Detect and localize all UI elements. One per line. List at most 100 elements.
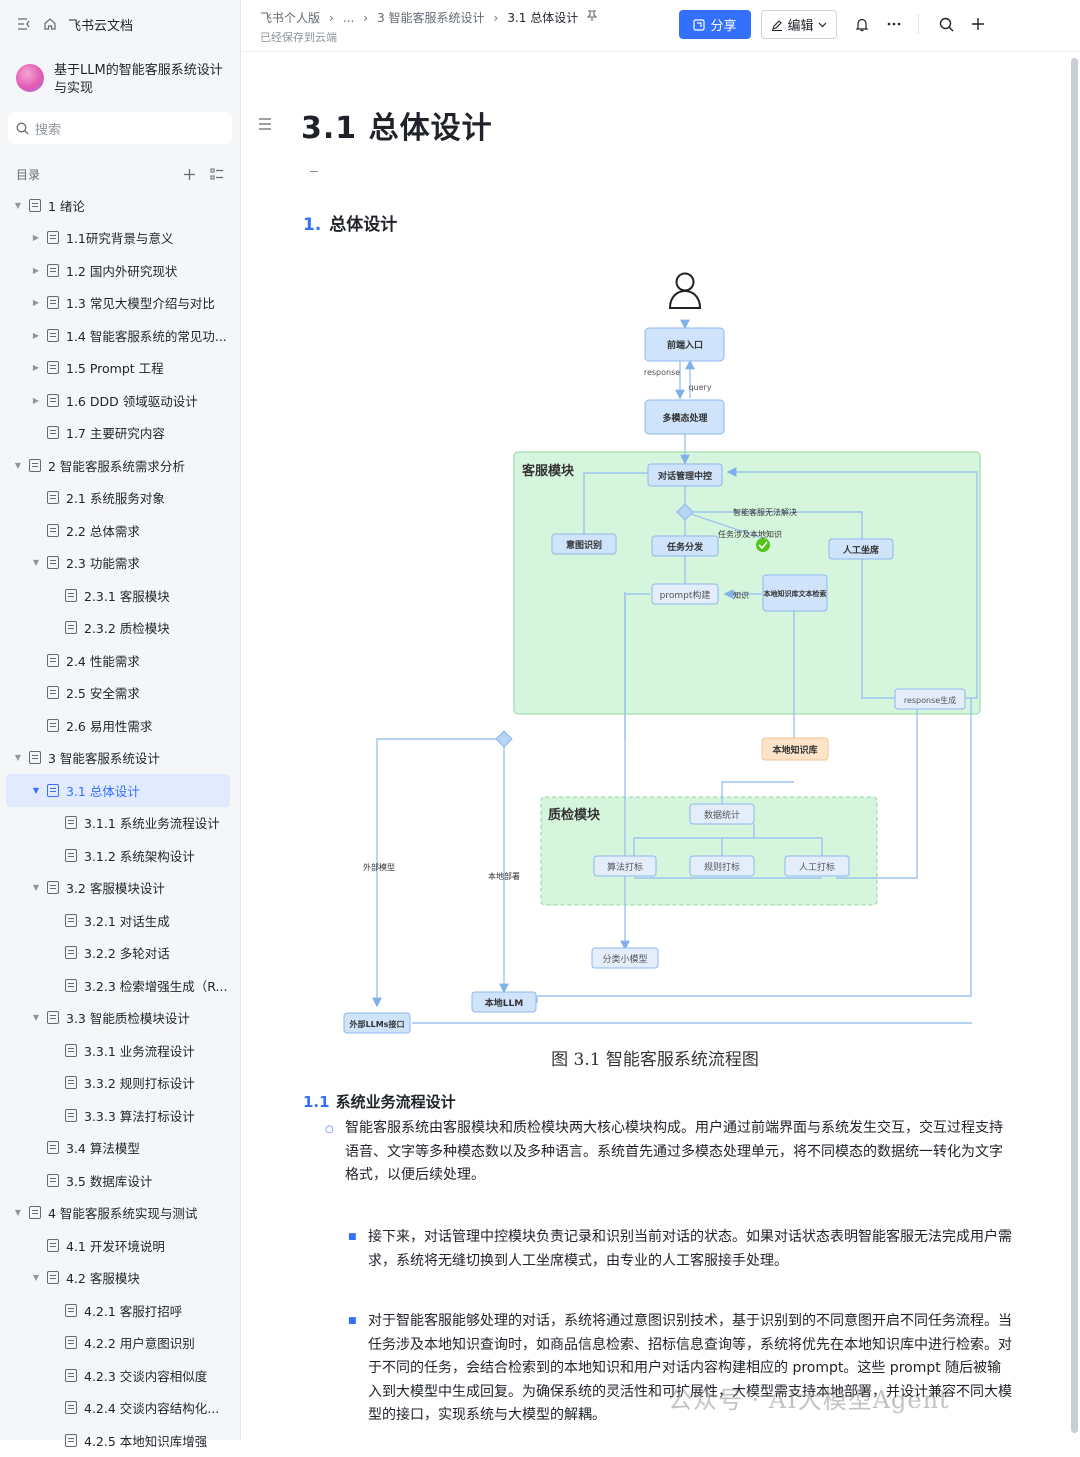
toc-item[interactable]: 2.3.2 质检模块 bbox=[0, 612, 240, 645]
toc-item[interactable]: 3.2.2 多轮对话 bbox=[0, 937, 240, 970]
toc-item[interactable]: 4.2.2 用户意图识别 bbox=[0, 1327, 240, 1360]
rule-tag-node[interactable] bbox=[689, 855, 755, 877]
toc-item[interactable]: ▼4.2 客服模块 bbox=[0, 1262, 240, 1295]
toc-item[interactable]: 3.1.1 系统业务流程设计 bbox=[0, 807, 240, 840]
toc-item[interactable]: 2.3.1 客服模块 bbox=[0, 579, 240, 612]
caret-down-icon[interactable]: ▼ bbox=[14, 200, 22, 210]
toc-item[interactable]: ▶1.1研究背景与意义 bbox=[0, 222, 240, 255]
response-gen-node[interactable] bbox=[894, 688, 966, 710]
dialog-control-node[interactable] bbox=[647, 463, 723, 487]
paragraph[interactable]: ■ 接下来，对话管理中控模块负责记录和识别当前对话的状态。如果对话状态表明智能客… bbox=[348, 1226, 1013, 1273]
toc-item[interactable]: ▼3.2 客服模块设计 bbox=[0, 872, 240, 905]
add-icon[interactable] bbox=[183, 168, 196, 181]
toc-item[interactable]: 3.2.1 对话生成 bbox=[0, 904, 240, 937]
caret-right-icon[interactable]: ▶ bbox=[32, 233, 40, 243]
caret-down-icon[interactable]: ▼ bbox=[14, 460, 22, 470]
local-llm-node[interactable] bbox=[471, 991, 537, 1013]
share-button[interactable]: 分享 bbox=[679, 10, 751, 39]
toc-item[interactable]: 1.7 主要研究内容 bbox=[0, 417, 240, 450]
local-search-node[interactable] bbox=[762, 574, 828, 612]
manual-tag-node[interactable] bbox=[784, 855, 850, 877]
toc-item-label: 3.5 数据库设计 bbox=[66, 1173, 153, 1189]
caret-down-icon[interactable]: ▼ bbox=[32, 785, 40, 795]
classifier-node[interactable] bbox=[591, 947, 659, 969]
multimodal-node[interactable] bbox=[644, 399, 725, 435]
caret-right-icon[interactable]: ▶ bbox=[32, 330, 40, 340]
toc-item[interactable]: ▼3.1 总体设计 bbox=[6, 774, 230, 807]
toc-item[interactable]: 3.1.2 系统架构设计 bbox=[0, 839, 240, 872]
prompt-node[interactable] bbox=[651, 583, 719, 605]
breadcrumb-item[interactable]: ... bbox=[342, 10, 355, 25]
document-header[interactable]: 基于LLM的智能客服系统设计与实现 bbox=[0, 48, 240, 106]
toc-list-icon[interactable] bbox=[210, 168, 224, 181]
caret-down-icon[interactable]: ▼ bbox=[14, 1208, 22, 1218]
toc-item[interactable]: ▼1 绪论 bbox=[0, 189, 240, 222]
toc-item[interactable]: 4.1 开发环境说明 bbox=[0, 1229, 240, 1262]
flowchart-diagram[interactable]: 客服模块 质检模块 bbox=[332, 258, 992, 1034]
page-title[interactable]: 3.1 总体设计 bbox=[301, 111, 493, 146]
caret-right-icon[interactable]: ▶ bbox=[32, 298, 40, 308]
algo-tag-node[interactable] bbox=[593, 855, 657, 877]
caret-down-icon[interactable]: ▼ bbox=[32, 883, 40, 893]
caret-down-icon[interactable]: ▼ bbox=[32, 1013, 40, 1023]
toc-item[interactable]: 3.3.1 业务流程设计 bbox=[0, 1034, 240, 1067]
breadcrumb-item[interactable]: 飞书个人版 bbox=[260, 11, 321, 25]
toc-item[interactable]: ▶1.6 DDD 领域驱动设计 bbox=[0, 384, 240, 417]
heading-2[interactable]: 1.总体设计 bbox=[303, 210, 397, 235]
outline-icon[interactable] bbox=[258, 115, 272, 134]
toc-item[interactable]: ▼2 智能客服系统需求分析 bbox=[0, 449, 240, 482]
caret-right-icon[interactable]: ▶ bbox=[32, 395, 40, 405]
toc-item[interactable]: 3.3.2 规则打标设计 bbox=[0, 1067, 240, 1100]
breadcrumb-current[interactable]: 3.1 总体设计 bbox=[507, 11, 579, 25]
external-llm-node[interactable] bbox=[343, 1012, 411, 1034]
frontend-node[interactable] bbox=[644, 327, 725, 362]
toc-item[interactable]: 3.3.3 算法打标设计 bbox=[0, 1099, 240, 1132]
pin-icon[interactable] bbox=[586, 10, 598, 25]
toc-item[interactable]: ▼3 智能客服系统设计 bbox=[0, 742, 240, 775]
bell-icon[interactable] bbox=[852, 14, 872, 34]
add-icon[interactable] bbox=[968, 14, 988, 34]
toc-item[interactable]: 4.2.4 交谈内容结构化... bbox=[0, 1392, 240, 1425]
human-agent-node[interactable] bbox=[828, 538, 894, 560]
caret-down-icon[interactable]: ▼ bbox=[32, 558, 40, 568]
toc-item[interactable]: 4.2.1 客服打招呼 bbox=[0, 1294, 240, 1327]
data-stats-node[interactable] bbox=[689, 803, 755, 825]
toc-item[interactable]: 2.6 易用性需求 bbox=[0, 709, 240, 742]
more-icon[interactable] bbox=[884, 14, 904, 34]
toc-item[interactable]: ▼4 智能客服系统实现与测试 bbox=[0, 1197, 240, 1230]
toc-item[interactable]: 2.1 系统服务对象 bbox=[0, 482, 240, 515]
toc-item[interactable]: 2.5 安全需求 bbox=[0, 677, 240, 710]
toc-item[interactable]: ▼2.3 功能需求 bbox=[0, 547, 240, 580]
caret-down-icon[interactable]: ▼ bbox=[14, 753, 22, 763]
breadcrumb-item[interactable]: 3 智能客服系统设计 bbox=[377, 11, 485, 25]
intent-node[interactable] bbox=[551, 533, 617, 555]
toc-item[interactable]: ▶1.5 Prompt 工程 bbox=[0, 352, 240, 385]
local-kb-node[interactable] bbox=[761, 737, 829, 761]
toc-item[interactable]: ▼3.3 智能质检模块设计 bbox=[0, 1002, 240, 1035]
human-agent-node-label: 人工坐席 bbox=[842, 544, 879, 556]
collapse-sidebar-icon[interactable] bbox=[16, 16, 32, 32]
toc-item[interactable]: ▶1.3 常见大模型介绍与对比 bbox=[0, 287, 240, 320]
home-icon[interactable] bbox=[42, 16, 58, 32]
toc-item[interactable]: 3.4 算法模型 bbox=[0, 1132, 240, 1165]
caret-down-icon[interactable]: ▼ bbox=[32, 1273, 40, 1283]
app-name[interactable]: 飞书云文档 bbox=[68, 18, 134, 34]
toc-item[interactable]: 3.2.3 检索增强生成（R... bbox=[0, 969, 240, 1002]
toc-item[interactable]: ▶1.2 国内外研究现状 bbox=[0, 254, 240, 287]
toc-item[interactable]: ▶1.4 智能客服系统的常见功... bbox=[0, 319, 240, 352]
toc-item[interactable]: 2.2 总体需求 bbox=[0, 514, 240, 547]
paragraph[interactable]: ○ 智能客服系统由客服模块和质检模块两大核心模块构成。用户通过前端界面与系统发生… bbox=[325, 1117, 1013, 1188]
scrollbar[interactable] bbox=[1071, 58, 1078, 1433]
search-input[interactable]: 搜索 bbox=[8, 112, 232, 144]
task-dispatch-node[interactable] bbox=[651, 535, 719, 557]
toc-item[interactable]: 3.5 数据库设计 bbox=[0, 1164, 240, 1197]
caret-right-icon[interactable]: ▶ bbox=[32, 265, 40, 275]
toc-item[interactable]: 4.2.3 交谈内容相似度 bbox=[0, 1359, 240, 1392]
caret-right-icon[interactable]: ▶ bbox=[32, 363, 40, 373]
edit-mode-button[interactable]: 编辑 bbox=[761, 10, 837, 39]
toc-item[interactable]: 2.4 性能需求 bbox=[0, 644, 240, 677]
toc-item[interactable]: 4.2.5 本地知识库增强 bbox=[0, 1424, 240, 1457]
paragraph[interactable]: ■ 对于智能客服能够处理的对话，系统将通过意图识别技术，基于识别到的不同意图开启… bbox=[348, 1310, 1013, 1428]
search-icon[interactable] bbox=[936, 14, 956, 34]
